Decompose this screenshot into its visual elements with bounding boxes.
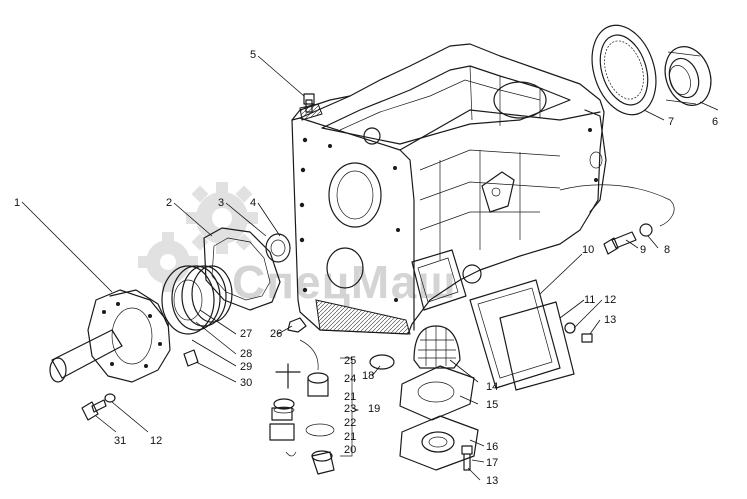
- bolt-31: [81, 399, 107, 421]
- callout-24: 24: [344, 373, 356, 385]
- callout-12-left: 12: [150, 435, 162, 447]
- gasket-2: [203, 227, 281, 311]
- callout-3: 3: [218, 197, 224, 209]
- callout-12-right: 12: [604, 294, 616, 306]
- breather-assembly-19: [269, 339, 360, 475]
- bolt-5: [303, 93, 315, 113]
- bolt-30: [183, 349, 199, 367]
- washer-12-right: [564, 322, 576, 334]
- flange-bolts: [299, 128, 598, 302]
- nut-26: [287, 317, 307, 333]
- callout-26: 26: [270, 328, 282, 340]
- callout-7: 7: [668, 116, 674, 128]
- watermark-text: СпецМаш: [232, 256, 457, 308]
- cover-gasket-10: [469, 279, 561, 389]
- ring-18: [369, 354, 395, 370]
- callout-14: 14: [486, 381, 498, 393]
- callout-22: 22: [344, 417, 356, 429]
- callout-27: 27: [240, 328, 252, 340]
- callout-10: 10: [582, 244, 594, 256]
- callout-20: 20: [344, 444, 356, 456]
- strainer-14: [413, 325, 461, 369]
- callout-9: 9: [640, 244, 646, 256]
- callout-21-bottom: 21: [344, 431, 356, 443]
- callout-29: 29: [240, 361, 252, 373]
- callout-11: 11: [584, 294, 595, 306]
- ring-gear-7: [591, 24, 657, 116]
- callout-13-bottom: 13: [486, 475, 498, 487]
- bolt-13-right: [581, 333, 593, 343]
- callout-4: 4: [250, 197, 256, 209]
- seal-3: [265, 233, 291, 263]
- spring-pack-27-29: [161, 265, 233, 335]
- gear-icon: [186, 182, 258, 254]
- callout-2: 2: [166, 197, 172, 209]
- bearing-6: [664, 46, 712, 106]
- callout-30: 30: [240, 377, 252, 389]
- leader-lines: [21, 55, 719, 481]
- callout-15: 15: [486, 399, 498, 411]
- callout-5: 5: [250, 49, 256, 61]
- callout-17: 17: [486, 457, 498, 469]
- plug-9: [603, 231, 637, 255]
- callout-31: 31: [114, 435, 126, 447]
- callout-21-top: 21: [344, 391, 356, 403]
- callout-23: 23: [344, 403, 356, 415]
- washer-12-left: [104, 393, 116, 403]
- callout-28: 28: [240, 348, 252, 360]
- callout-6: 6: [712, 116, 718, 128]
- gear-icon: [138, 232, 198, 292]
- ring-8: [639, 223, 653, 237]
- callout-18: 18: [362, 370, 374, 382]
- callout-19: 19: [368, 403, 380, 415]
- gasket-15: [399, 365, 475, 421]
- callout-25: 25: [344, 355, 356, 367]
- cover-16: [399, 415, 479, 471]
- input-shaft-flange-1: [49, 289, 171, 383]
- cover-plate-11: [499, 301, 575, 391]
- callout-labels: 1 2 3 4 5 6 7 8 9 10 11 12 13 14 15 16 1…: [14, 49, 718, 487]
- callout-8: 8: [664, 244, 670, 256]
- callout-1: 1: [14, 197, 20, 209]
- callout-16: 16: [486, 441, 498, 453]
- callout-13-right: 13: [604, 314, 616, 326]
